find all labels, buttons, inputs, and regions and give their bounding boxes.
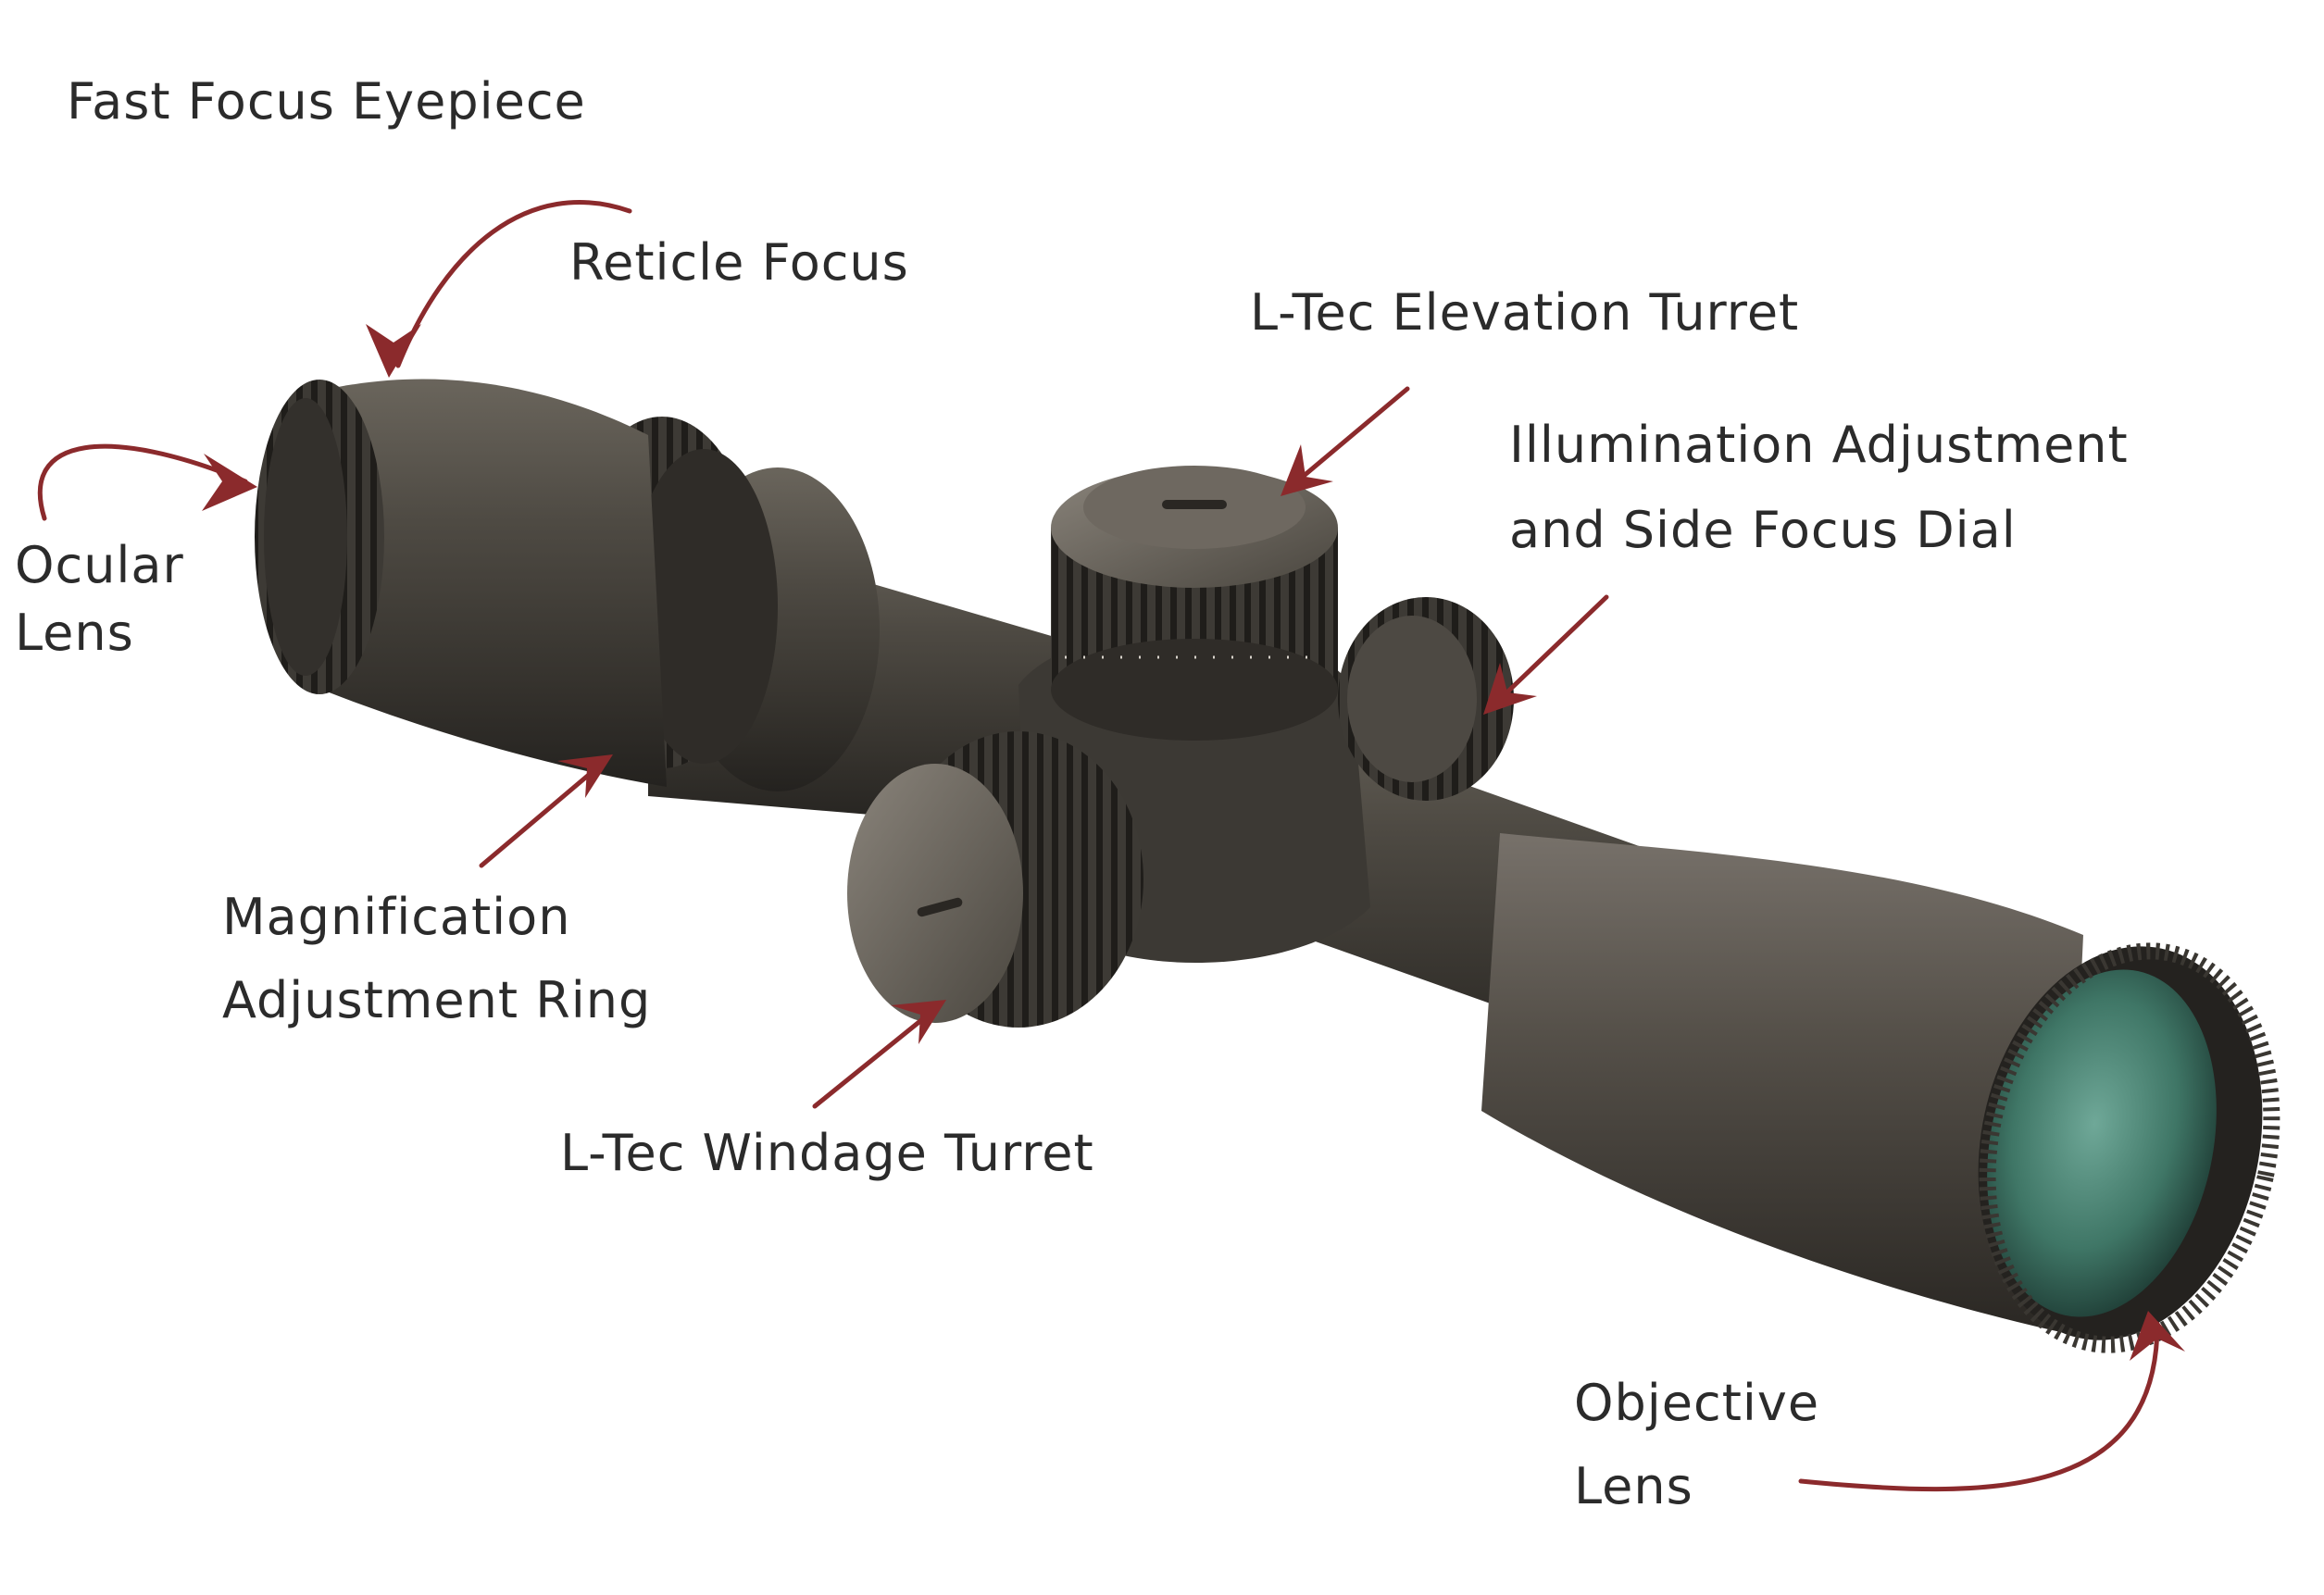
arrow-icon bbox=[37, 200, 2160, 1492]
label-magnification-line1: Magnification bbox=[222, 888, 571, 946]
elevation-turret bbox=[1051, 466, 1338, 741]
label-elevation-turret: L-Tec Elevation Turret bbox=[1250, 283, 1800, 342]
label-reticle-focus: Reticle Focus bbox=[569, 233, 909, 292]
arrow-icon bbox=[202, 324, 2185, 1361]
side-focus-dial bbox=[1338, 597, 1514, 801]
label-illumination-line2: and Side Focus Dial bbox=[1509, 501, 2017, 559]
label-illumination-line1: Illumination Adjustment bbox=[1509, 416, 2129, 474]
label-magnification-line2: Adjustment Ring bbox=[222, 971, 652, 1029]
label-windage-turret: L-Tec Windage Turret bbox=[560, 1124, 1094, 1182]
label-ocular-lens-line1: Ocular bbox=[15, 536, 184, 594]
objective-bell bbox=[1481, 833, 2280, 1353]
objective-lens-glass bbox=[1987, 969, 2217, 1317]
label-ocular-lens-line2: Lens bbox=[15, 604, 134, 662]
label-fast-focus-eyepiece: Fast Focus Eyepiece bbox=[67, 72, 586, 131]
label-objective-line2: Lens bbox=[1574, 1457, 1693, 1515]
label-objective-line1: Objective bbox=[1574, 1374, 1820, 1432]
eyepiece bbox=[255, 379, 667, 787]
windage-turret bbox=[847, 731, 1143, 1028]
